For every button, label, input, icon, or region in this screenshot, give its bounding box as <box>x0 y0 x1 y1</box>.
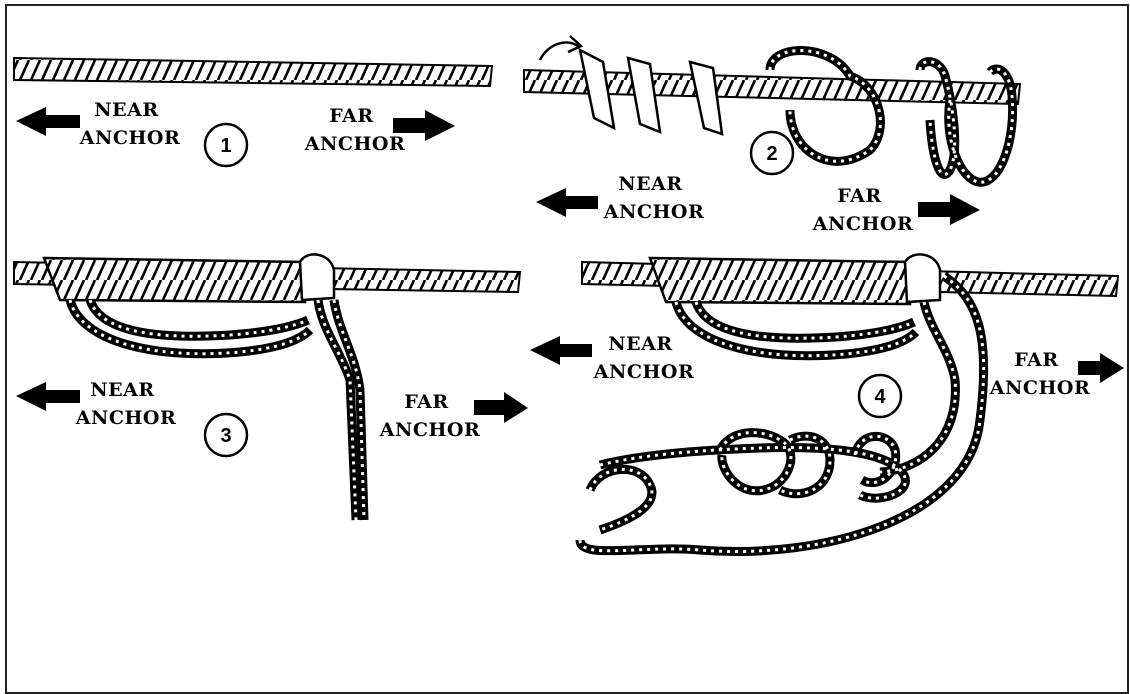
near-anchor-label: NEAR ANCHOR <box>79 99 181 149</box>
far-anchor-arrow <box>918 194 980 225</box>
near-anchor-arrow <box>536 188 598 217</box>
prusik-wrapped-coils <box>44 254 334 302</box>
prusik-tied-loops <box>580 276 984 551</box>
far-anchor-label: FAR ANCHOR <box>812 185 914 235</box>
prusik-rope-hook-end <box>540 36 581 60</box>
panel-4: NEAR ANCHOR 4 FAR ANCHOR <box>530 254 1124 551</box>
svg-text:2: 2 <box>766 143 777 165</box>
far-anchor-arrow <box>474 392 528 423</box>
step-number-circle: 1 <box>205 124 247 166</box>
near-anchor-label: NEAR ANCHOR <box>75 379 177 429</box>
panel-1: NEAR ANCHOR 1 FAR ANCHOR <box>14 58 492 166</box>
near-anchor-label: NEAR ANCHOR <box>603 173 705 223</box>
near-anchor-arrow <box>16 382 80 411</box>
near-anchor-arrow <box>530 336 592 365</box>
step-number-circle: 2 <box>751 132 793 174</box>
prusik-loops-texture <box>770 50 1013 182</box>
svg-text:3: 3 <box>220 425 231 447</box>
far-anchor-label: FAR ANCHOR <box>304 105 406 155</box>
far-anchor-label: FAR ANCHOR <box>379 391 481 441</box>
prusik-wrapped-coils <box>650 254 940 304</box>
prusik-loops <box>770 50 1013 182</box>
svg-text:1: 1 <box>220 135 231 157</box>
far-anchor-label-group: FAR ANCHOR <box>812 185 914 235</box>
prusik-wraps <box>580 50 722 134</box>
panel-2: 2 NEAR ANCHOR FAR ANCHOR <box>524 36 1020 235</box>
step-number-circle: 3 <box>205 414 247 456</box>
svg-text:4: 4 <box>874 386 886 408</box>
far-anchor-label: FAR ANCHOR <box>989 349 1091 399</box>
panel-3: NEAR ANCHOR 3 FAR ANCHOR <box>14 254 528 520</box>
main-rope <box>14 58 492 86</box>
step-number-circle: 4 <box>859 375 901 417</box>
near-anchor-arrow <box>16 107 80 136</box>
near-anchor-label: NEAR ANCHOR <box>593 333 695 383</box>
